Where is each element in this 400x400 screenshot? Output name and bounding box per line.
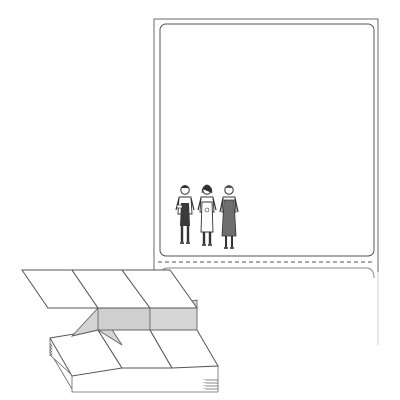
staff-figure-2 bbox=[197, 184, 217, 246]
next-label-edge bbox=[159, 267, 375, 279]
sheet-outline bbox=[153, 18, 379, 272]
staff-illustration bbox=[175, 184, 239, 249]
staff-figure-3 bbox=[219, 185, 239, 249]
label-diecut bbox=[159, 23, 375, 257]
upper-sheet bbox=[21, 269, 198, 309]
fanfold-stack bbox=[21, 269, 219, 393]
staff-figure-1 bbox=[175, 185, 195, 244]
